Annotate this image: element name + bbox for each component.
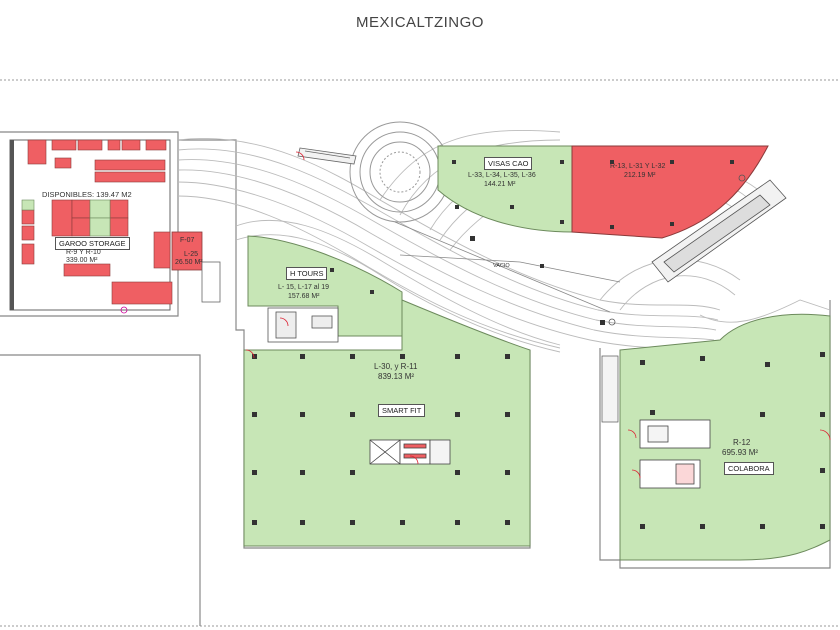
label-f07-sub: L-25	[184, 251, 199, 258]
label-f07-code: F-07	[180, 237, 195, 244]
tag-visas-cao: VISAS CAO	[484, 157, 533, 170]
label-htours-area: 157.68 M²	[288, 293, 320, 300]
escalator-top	[297, 147, 357, 165]
service-core	[267, 307, 339, 343]
tag-smart-fit: SMART FIT	[378, 404, 426, 417]
r12-core	[639, 419, 711, 489]
label-visas-code: L-33, L-34, L-35, L-36	[468, 172, 536, 179]
label-visas-area: 144.21 M²	[484, 181, 516, 188]
vacio-lines	[394, 221, 621, 313]
marker-circle	[608, 318, 616, 326]
unit-smart-fit	[243, 299, 531, 547]
storage-cells-available	[21, 199, 111, 237]
label-r13-code: R-13, L-31 Y L-32	[610, 163, 666, 170]
label-f07-area: 26.50 M²	[175, 259, 203, 266]
label-vacio: VACIO	[493, 263, 510, 269]
label-r12-area: 695.93 M²	[722, 448, 759, 457]
tag-h-tours: H TOURS	[286, 267, 328, 280]
stair-f07	[201, 261, 221, 303]
tag-garoo-storage: GAROO STORAGE	[55, 237, 130, 250]
tag-colabora: COLABORA	[724, 462, 774, 475]
label-htours-code: L- 15, L-17 al 19	[278, 284, 329, 291]
label-garoo-area: 339.00 M²	[66, 257, 98, 264]
label-smartfit-code: L-30, y R-11	[374, 362, 418, 371]
building-outline	[0, 131, 831, 626]
roundabout	[349, 121, 451, 223]
label-disponibles: DISPONIBLES: 139.47 M2	[42, 190, 132, 199]
marker-circle	[120, 306, 128, 314]
label-r12-code: R-12	[733, 438, 751, 447]
marker-circle	[738, 174, 746, 182]
left-stair-r12	[601, 355, 619, 423]
unit-r12	[619, 313, 831, 561]
label-r13-area: 212.19 M²	[624, 172, 656, 179]
label-garoo-code: R-9 Y R-10	[66, 249, 101, 256]
unit-f07	[171, 231, 203, 271]
smart-fit-core	[369, 439, 451, 465]
unit-r13	[571, 145, 769, 239]
page-title: MEXICALTZINGO	[356, 14, 484, 31]
escalator-right	[651, 179, 787, 283]
label-smartfit-area: 839.13 M²	[378, 372, 415, 381]
storage-cells-occupied	[21, 139, 173, 305]
door-swings	[245, 151, 831, 479]
